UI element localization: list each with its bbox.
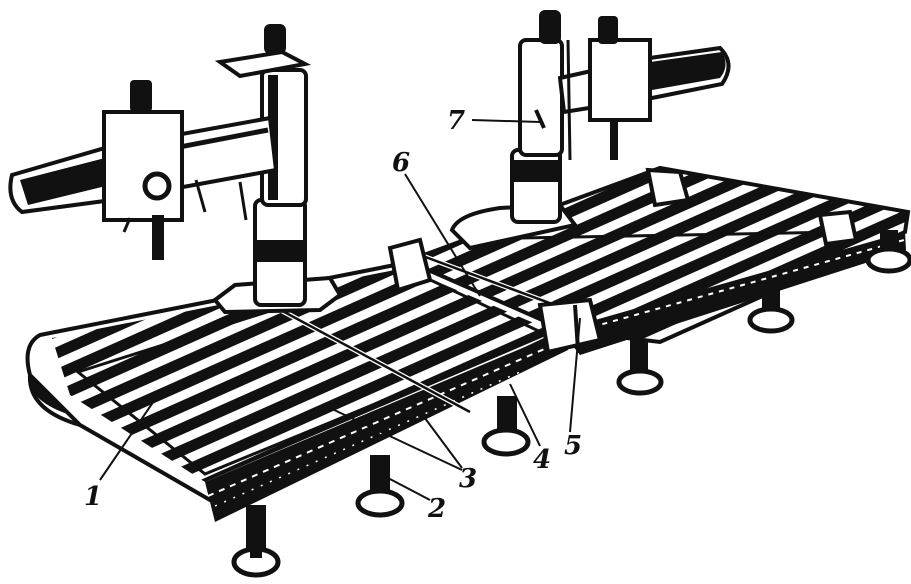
callout-2: 2 [428,494,447,524]
leader-lines [99,119,581,501]
callout-3: 3 [459,464,478,494]
callout-6: 6 [392,148,411,178]
callout-1: 1 [84,482,103,512]
support-feet [231,230,911,578]
left-radial-drill [8,24,343,315]
right-radial-drill [510,10,731,224]
callout-7: 7 [447,106,466,136]
callout-4: 4 [533,445,552,475]
callout-5: 5 [564,431,583,461]
